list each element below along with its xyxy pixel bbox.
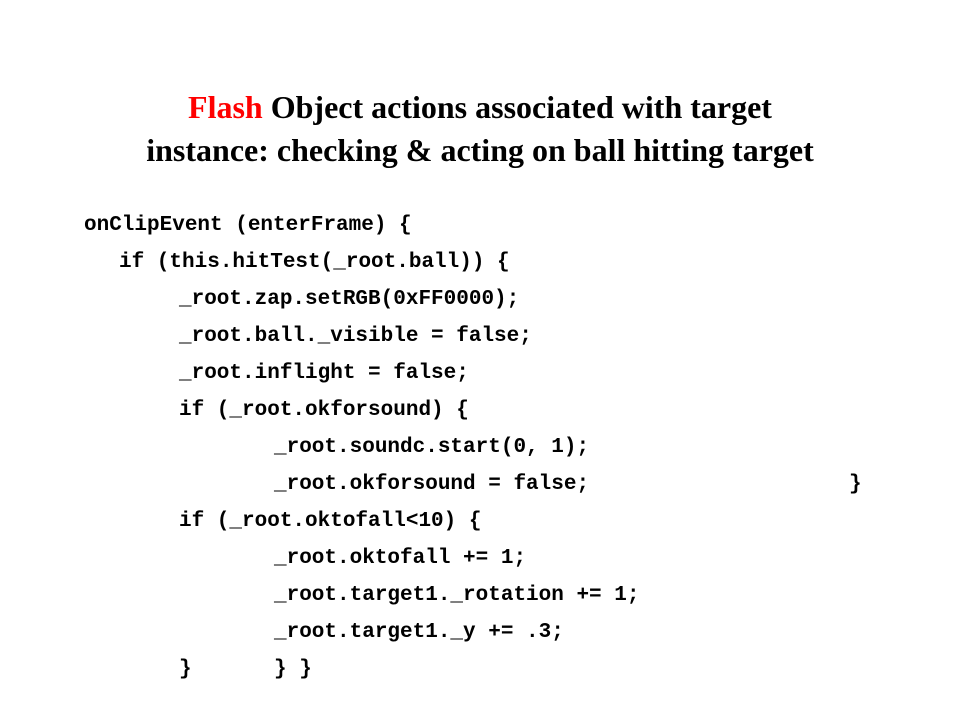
code-line-7: _root.soundc.start(0, 1); — [274, 436, 590, 459]
code-line-3: _root.zap.setRGB(0xFF0000); — [179, 288, 520, 311]
code-line-12: _root.target1._y += .3; — [274, 621, 564, 644]
code-line-8: _root.okforsound = false; — [274, 473, 590, 496]
slide-title: Flash Object actions associated with tar… — [40, 86, 920, 172]
code-line-13-close-braces: } } — [274, 658, 312, 681]
code-line-9: if (_root.oktofall<10) { — [179, 510, 482, 533]
title-line-1: Object actions associated with target — [262, 89, 772, 125]
code-line-13-close-brace: } — [179, 658, 192, 681]
code-line-5: _root.inflight = false; — [179, 362, 469, 385]
code-line-10: _root.oktofall += 1; — [274, 547, 527, 570]
code-line-8-close-brace: } — [849, 473, 862, 496]
code-line-1: onClipEvent (enterFrame) { — [84, 214, 412, 237]
title-accent-word: Flash — [188, 89, 263, 125]
code-line-11: _root.target1._rotation += 1; — [274, 584, 640, 607]
code-line-4: _root.ball._visible = false; — [179, 325, 532, 348]
code-line-2: if (this.hitTest(_root.ball)) { — [119, 251, 510, 274]
code-line-6: if (_root.okforsound) { — [179, 399, 469, 422]
title-line-2: instance: checking & acting on ball hitt… — [146, 132, 814, 168]
